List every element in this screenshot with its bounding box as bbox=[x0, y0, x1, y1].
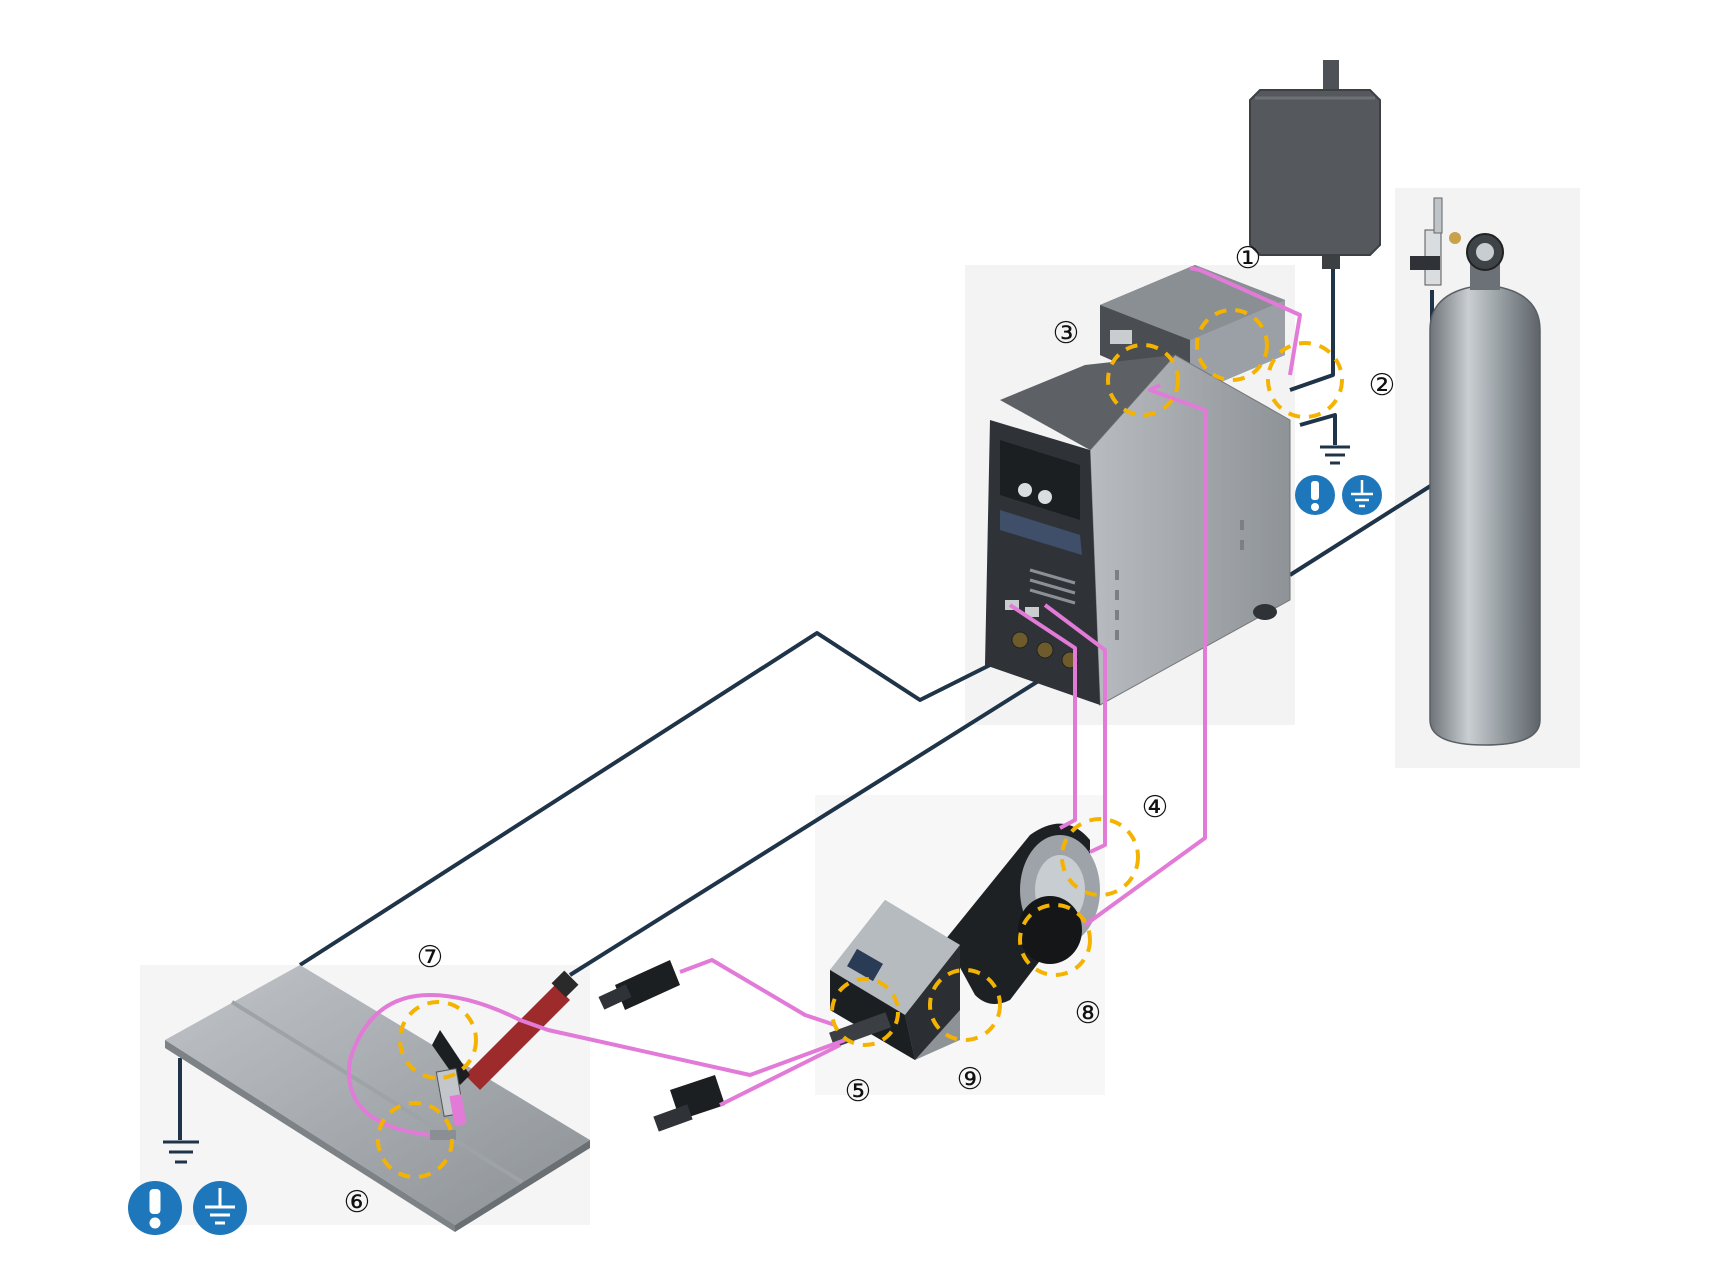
tig-torch bbox=[430, 970, 579, 1140]
icon-group-machine bbox=[1295, 475, 1382, 515]
callout-ring-3 bbox=[1106, 343, 1180, 417]
ground-symbol-machine bbox=[1320, 445, 1350, 465]
callout-label-6: ⑥ bbox=[344, 1185, 371, 1220]
wire-feeder bbox=[829, 823, 1100, 1060]
callout-label-9: ⑨ bbox=[957, 1062, 984, 1097]
ground-icon bbox=[1342, 475, 1382, 515]
work-plate bbox=[165, 965, 590, 1232]
cooler-to-feeder-line bbox=[1083, 383, 1207, 927]
warning-icon bbox=[128, 1181, 182, 1235]
torch-power-cable bbox=[568, 678, 1042, 977]
welding-power-source bbox=[985, 354, 1291, 706]
callout-ring-6 bbox=[376, 1101, 454, 1179]
callout-ring-5 bbox=[830, 977, 900, 1047]
callout-ring-8 bbox=[1018, 903, 1092, 977]
callout-ring-1 bbox=[1195, 308, 1269, 382]
power-box bbox=[1249, 60, 1381, 269]
callout-ring-7 bbox=[398, 1000, 478, 1080]
callout-ring-2 bbox=[1266, 341, 1344, 419]
machine-to-feeder-line-a bbox=[1008, 603, 1077, 830]
warning-icon bbox=[1295, 475, 1335, 515]
callout-ring-4 bbox=[1060, 817, 1140, 897]
water-connector-top bbox=[598, 960, 680, 1010]
machine-to-feeder-line-b bbox=[1043, 603, 1107, 854]
callout-ring-9 bbox=[928, 968, 1002, 1042]
icon-group-plate bbox=[128, 1181, 247, 1235]
callout-label-7: ⑦ bbox=[417, 940, 444, 975]
ground-symbol-plate bbox=[163, 1140, 199, 1164]
callout-label-8: ⑧ bbox=[1075, 996, 1102, 1031]
callout-label-4: ④ bbox=[1142, 790, 1169, 825]
feeder-to-bottom-connector bbox=[719, 1043, 841, 1107]
feeder-to-torch-line bbox=[347, 993, 846, 1137]
gas-cylinder bbox=[1410, 197, 1541, 746]
cooler-water-line bbox=[1189, 266, 1302, 376]
callout-label-3: ③ bbox=[1053, 316, 1080, 351]
ground-icon bbox=[193, 1181, 247, 1235]
callout-label-2: ② bbox=[1369, 368, 1396, 403]
ground-lead-machine bbox=[1299, 413, 1337, 445]
water-connector-bottom bbox=[653, 1075, 725, 1132]
callout-labels: ① ② ③ ④ ⑤ ⑥ ⑦ ⑧ ⑨ bbox=[344, 241, 1396, 1220]
ground-return-cable bbox=[298, 631, 991, 967]
callout-label-5: ⑤ bbox=[845, 1074, 872, 1109]
callout-label-1: ① bbox=[1235, 241, 1262, 276]
power-supply-cable bbox=[1289, 265, 1335, 392]
callout-rings bbox=[376, 308, 1344, 1179]
feeder-to-top-connector bbox=[679, 958, 836, 1027]
pink-cables bbox=[347, 266, 1302, 1137]
